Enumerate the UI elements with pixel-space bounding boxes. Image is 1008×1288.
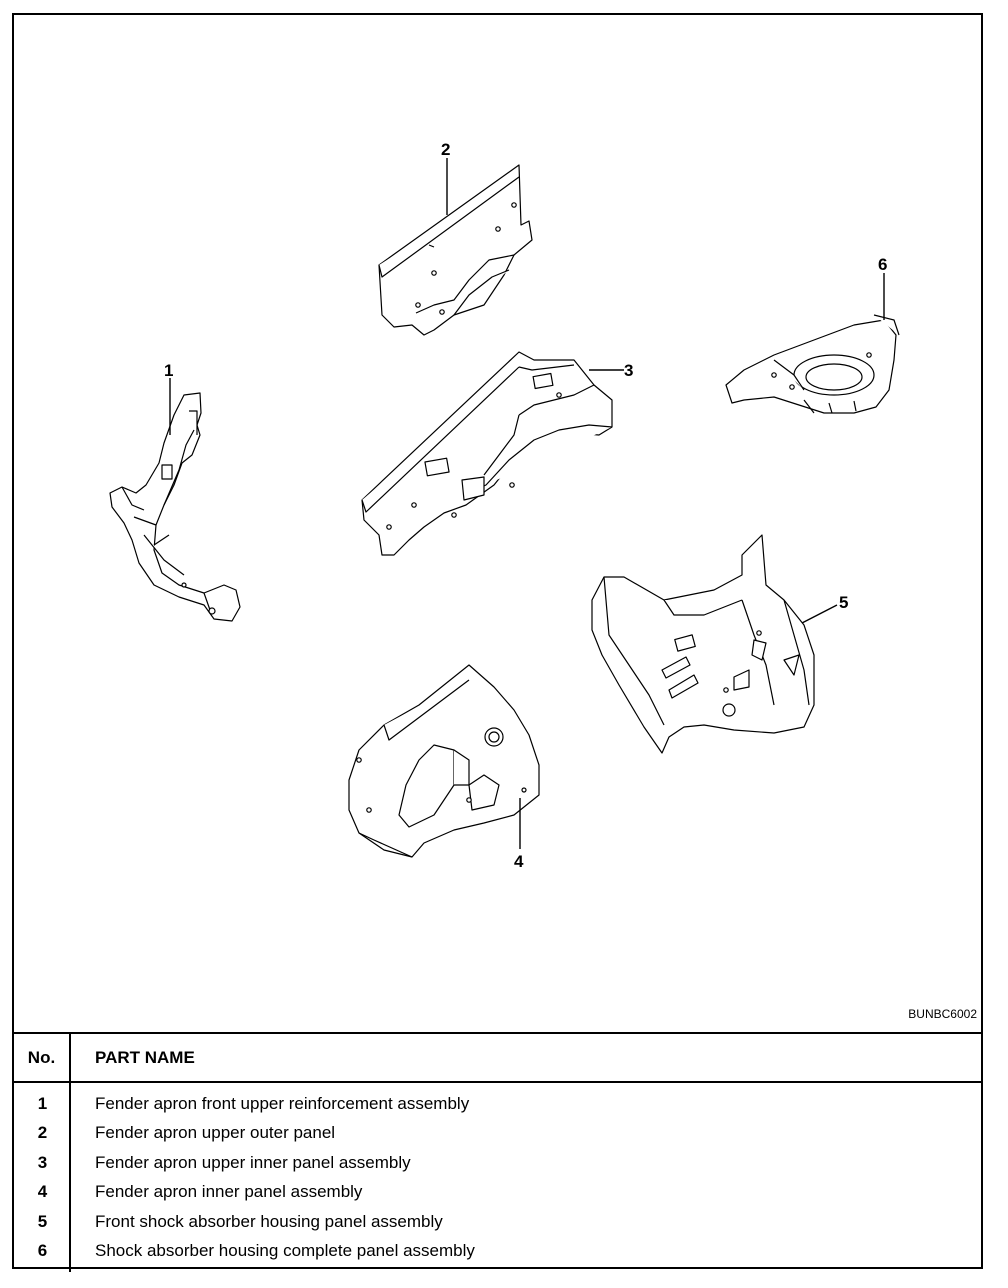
part-5-drawing <box>591 534 815 754</box>
table-row: 4 Fender apron inner panel assembly <box>14 1178 981 1208</box>
row-no: 1 <box>37 1093 48 1113</box>
row-no: 5 <box>37 1211 48 1231</box>
table-row: 2 Fender apron upper outer panel <box>14 1119 981 1149</box>
table-row: 3 Fender apron upper inner panel assembl… <box>14 1148 981 1178</box>
row-part-name: Fender apron inner panel assembly <box>95 1182 363 1202</box>
row-no: 2 <box>37 1123 48 1143</box>
parts-illustration: 1 2 3 4 5 6 <box>109 140 900 871</box>
row-part-name: Front shock absorber housing panel assem… <box>95 1211 443 1231</box>
callout-4: 4 <box>514 852 524 871</box>
row-part-name: Shock absorber housing complete panel as… <box>95 1241 475 1261</box>
part-6-drawing <box>725 314 900 414</box>
part-1-drawing <box>109 392 241 622</box>
part-2-drawing <box>378 164 533 336</box>
leader-lines <box>169 158 885 849</box>
leader-5 <box>801 604 838 624</box>
header-no: No. <box>14 1034 71 1081</box>
diagram-frame: 1 2 3 4 5 6 BUNBC6002 No. PART NAME 1 Fe… <box>12 13 983 1272</box>
row-part-name: Fender apron upper inner panel assembly <box>95 1152 411 1172</box>
row-no: 6 <box>37 1241 48 1261</box>
table-header-row: No. PART NAME <box>14 1034 981 1083</box>
column-divider <box>69 1083 71 1272</box>
table-row: 6 Shock absorber housing complete panel … <box>14 1237 981 1267</box>
row-part-name: Fender apron upper outer panel <box>95 1123 336 1143</box>
callout-2: 2 <box>441 140 450 159</box>
callout-5: 5 <box>839 593 848 612</box>
callout-1: 1 <box>164 361 173 380</box>
row-no: 3 <box>37 1152 48 1172</box>
table-row: 1 Fender apron front upper reinforcement… <box>14 1089 981 1119</box>
row-no: 4 <box>37 1182 48 1202</box>
figure-code: BUNBC6002 <box>908 1007 977 1021</box>
part-3-drawing <box>361 351 613 556</box>
table-body: 1 Fender apron front upper reinforcement… <box>14 1083 981 1272</box>
table-row: 5 Front shock absorber housing panel ass… <box>14 1207 981 1237</box>
header-part-name: PART NAME <box>95 1047 195 1067</box>
parts-table: No. PART NAME 1 Fender apron front upper… <box>14 1032 981 1272</box>
callout-3: 3 <box>624 361 633 380</box>
exploded-parts-figure: 1 2 3 4 5 6 BUNBC6002 <box>14 15 981 1032</box>
row-part-name: Fender apron front upper reinforcement a… <box>95 1093 470 1113</box>
part-4-drawing <box>348 664 540 858</box>
callout-6: 6 <box>878 255 887 274</box>
callouts: 1 2 3 4 5 6 <box>164 140 887 871</box>
